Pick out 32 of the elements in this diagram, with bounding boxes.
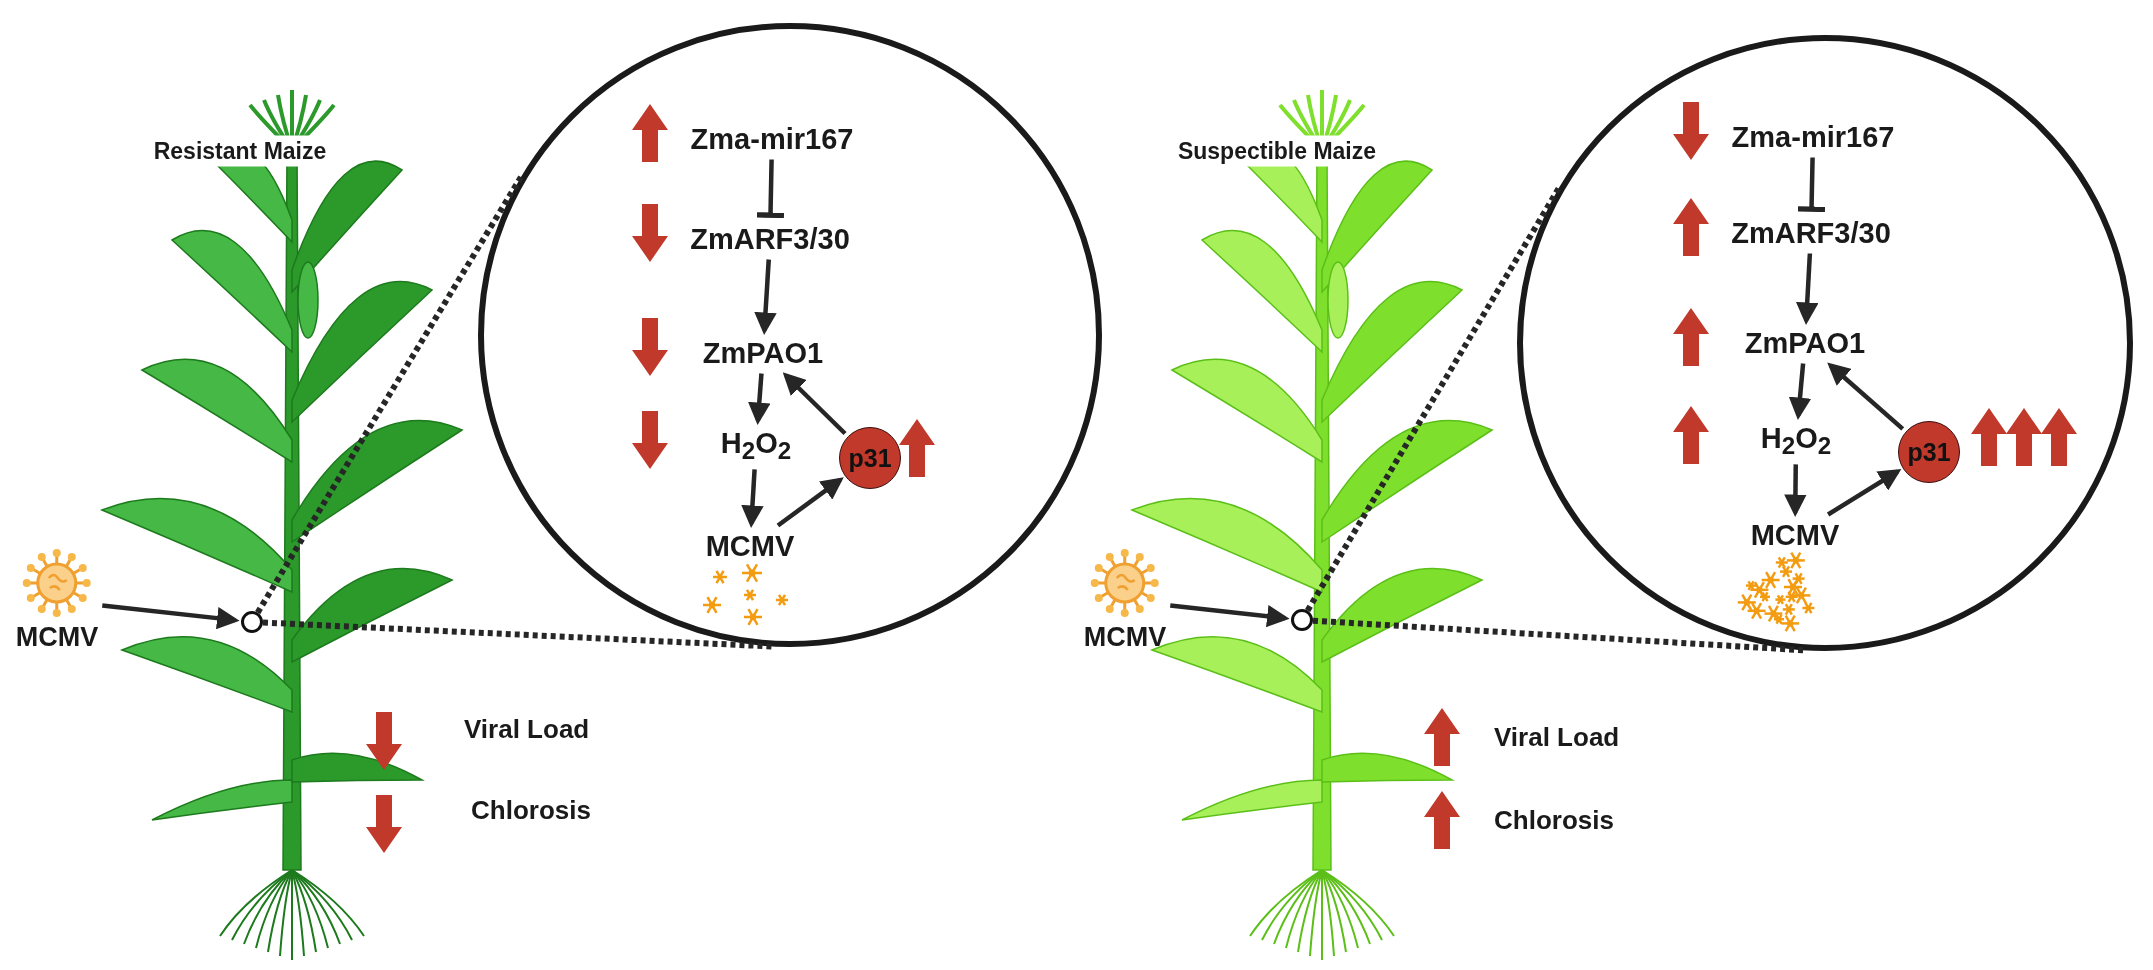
gene-label: MCMV	[1750, 518, 1840, 552]
arrow	[1788, 363, 1812, 421]
gene-label: H$_{2}$O$_{2}$	[1760, 421, 1832, 461]
protein-circle: p31	[1898, 421, 1960, 483]
zoom-point-circle	[1291, 609, 1313, 631]
arrow	[1795, 253, 1819, 325]
arrow	[754, 259, 777, 335]
gene-label: MCMV	[705, 529, 795, 563]
gene-label: Zma-mir167	[690, 122, 854, 156]
zoom-line	[1305, 184, 1563, 613]
arrow	[1784, 464, 1807, 517]
gene-label: ZmARF3/30	[690, 222, 850, 256]
gene-label: ZmARF3/30	[1731, 216, 1891, 250]
gene-label: ZmPAO1	[1744, 326, 1866, 360]
arrow	[102, 603, 240, 630]
inhibition-line	[1797, 157, 1826, 213]
virus-label: MCMV	[15, 622, 99, 653]
arrow	[748, 373, 771, 426]
zoom-line	[255, 172, 526, 615]
inhibition-line	[756, 159, 785, 219]
zoom-point-circle	[241, 611, 263, 633]
arrow	[1170, 603, 1290, 628]
virus-label: MCMV	[1083, 622, 1167, 653]
gene-label: Zma-mir167	[1731, 120, 1895, 154]
arrow	[1826, 469, 1902, 517]
arrow	[1827, 362, 1905, 431]
gene-label: H$_{2}$O$_{2}$	[720, 426, 792, 466]
gene-label: ZmPAO1	[702, 336, 824, 370]
arrow	[741, 469, 764, 528]
arrow	[776, 477, 844, 528]
arrow	[782, 372, 847, 436]
protein-circle: p31	[839, 427, 901, 489]
